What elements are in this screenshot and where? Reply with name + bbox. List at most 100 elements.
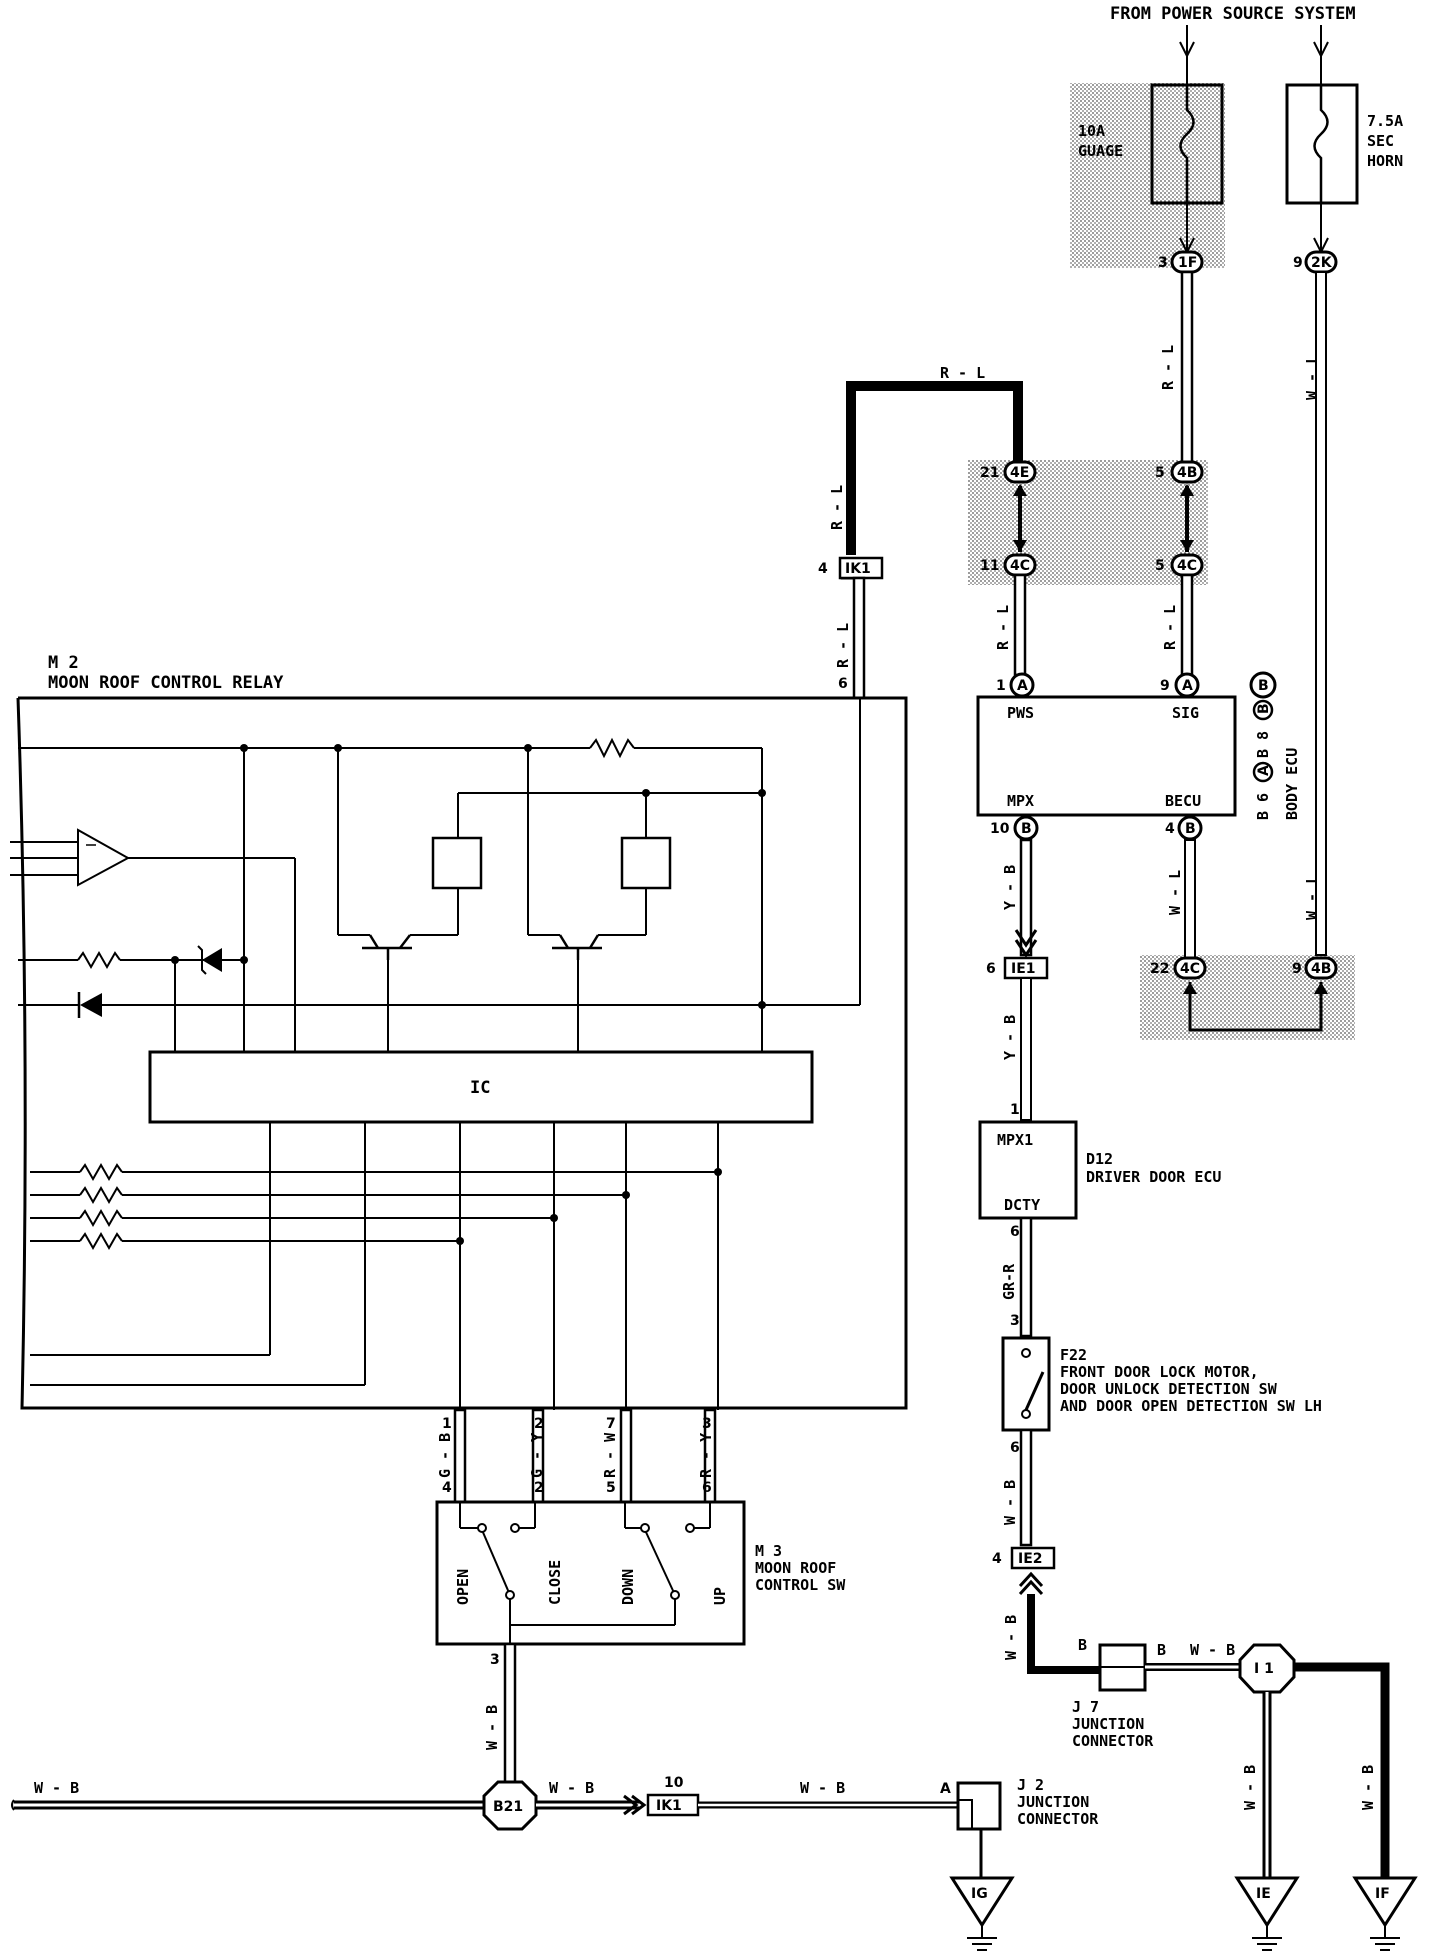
wire-label-wb: W - B: [1190, 1641, 1235, 1659]
lock-motor-code: F22: [1060, 1346, 1087, 1364]
connector-4b: [1170, 460, 1204, 484]
connector-ik1-label: IK1: [656, 1798, 682, 1814]
ground-ig-label: IG: [971, 1886, 988, 1902]
pin-9: 9: [1292, 961, 1302, 977]
pin-5: 5: [1155, 465, 1165, 481]
junction-i1: [1238, 1643, 1296, 1694]
op-amp-icon: [77, 828, 131, 887]
arrow-icon: [1018, 1571, 1044, 1588]
wire-label-wl: W - L: [1303, 355, 1321, 400]
driver-ecu-top: MPX1: [997, 1131, 1033, 1149]
junction-connector-j2: [956, 1781, 1002, 1831]
fuse-10a-amp: 10A: [1078, 122, 1105, 140]
ground-ie: [1234, 1876, 1300, 1928]
wire-label-wl-2: W - L: [1303, 875, 1321, 920]
connector-4e-label: 4E: [1010, 465, 1029, 481]
body-ecu-sig: SIG: [1172, 704, 1199, 722]
pin-9: 9: [1160, 678, 1170, 694]
pin-10: 10: [664, 1775, 684, 1791]
connector-ik1-label: IK1: [845, 561, 871, 577]
arrow-icon: [1313, 41, 1329, 59]
ground-if-label: IF: [1375, 1886, 1390, 1902]
wire-wl-becu-4c: [1184, 839, 1196, 959]
pin-4: 4: [442, 1480, 452, 1496]
wire-4c-4b-loop: [1188, 982, 1323, 1032]
wire-label-rl: R - L: [834, 623, 852, 668]
relay-code: M 2: [48, 653, 79, 673]
body-ecu-box: [976, 695, 1237, 817]
transistor-1-icon: [362, 934, 412, 960]
wire-rl-ik1-relay: [852, 576, 866, 700]
fuse-10a-name: GUAGE: [1078, 142, 1123, 160]
pin-21: 21: [980, 465, 999, 481]
wire-label-wb: W - B: [483, 1705, 501, 1750]
wire-label-wl: W - L: [1166, 870, 1184, 915]
connector-ie1-label: IE1: [1011, 961, 1036, 977]
pin-22: 22: [1150, 961, 1169, 977]
connector-4c-label: 4C: [1010, 558, 1030, 574]
arrow-icon: [1180, 484, 1194, 496]
arrow-icon: [631, 1794, 647, 1816]
fuse-element-icon: [1313, 85, 1329, 203]
body-ecu-name: BODY ECU: [1283, 748, 1301, 820]
fuse-element-icon: [1179, 85, 1195, 203]
arrow-icon: [1013, 484, 1027, 496]
wire-label-rl: R - L: [1161, 605, 1179, 650]
wires-relay-switch: [453, 1408, 717, 1504]
zener-diode-bar: [197, 945, 207, 975]
arrow-icon: [1179, 41, 1195, 59]
pin-a-label: A: [1182, 678, 1193, 694]
arrow-icon: [1018, 1579, 1044, 1596]
switch-contact-icon: [1021, 1348, 1031, 1358]
j2-pin-a: A: [940, 1781, 951, 1797]
pin-5: 5: [1155, 558, 1165, 574]
conn-b-label: B: [1258, 678, 1269, 694]
wire-wl-2k-4b: [1315, 271, 1327, 956]
pin-a-label: A: [1017, 678, 1028, 694]
connector-1f-label: 1F: [1178, 255, 1197, 271]
switch-close: CLOSE: [546, 1560, 564, 1605]
diode-icon: [80, 993, 102, 1017]
fuse-7-5a-name1: SEC: [1367, 132, 1394, 150]
ground-ie-label: IE: [1256, 1886, 1271, 1902]
wire-label-grr: GR-R: [1000, 1263, 1018, 1300]
pin-4: 4: [818, 561, 828, 577]
switch-down: DOWN: [619, 1569, 637, 1605]
relay-coil-2-icon: [620, 836, 672, 890]
switch-lever-icon: [1024, 1371, 1045, 1411]
power-source-title: FROM POWER SOURCE SYSTEM: [1110, 4, 1356, 24]
body-ecu-code2: B 8: [1254, 731, 1272, 758]
connector-4c-label: 4C: [1177, 558, 1197, 574]
pin-3: 3: [490, 1652, 500, 1668]
connector-4c-c: [1173, 956, 1207, 980]
wire-label-wb: W - B: [1002, 1615, 1020, 1660]
wire-label-rl-top: R - L: [940, 364, 985, 382]
arrow-icon: [1014, 939, 1038, 958]
arrow-icon: [1014, 929, 1038, 948]
junction-b21: [482, 1780, 538, 1831]
wire-break-icon: [11, 1799, 15, 1811]
wire-label-wb: W - B: [1359, 1765, 1377, 1810]
ic-block: [148, 1050, 814, 1124]
connector-4b-b: [1304, 956, 1338, 980]
wire-grr-d12-f22: [1019, 1216, 1033, 1338]
connector-ie2: [1010, 1546, 1056, 1570]
conn-b-marker-2: [1252, 699, 1274, 721]
lock-motor-line3: AND DOOR OPEN DETECTION SW LH: [1060, 1397, 1322, 1415]
switch-contact-icon: [1021, 1409, 1031, 1419]
wire-yb-ie1-d12: [1020, 977, 1032, 1121]
relay-name: MOON ROOF CONTROL RELAY: [48, 673, 284, 693]
conn-a-label: A: [1256, 765, 1272, 776]
relay-coil-1-icon: [431, 836, 483, 890]
wire-label-wb: W - B: [549, 1779, 594, 1797]
junction-dots: [171, 744, 766, 1245]
pin-6: 6: [1010, 1224, 1020, 1240]
wire-label-rl: R - L: [1159, 345, 1177, 390]
driver-ecu-name: DRIVER DOOR ECU: [1086, 1168, 1221, 1186]
j2-inner-icon: [958, 1799, 973, 1829]
pin-2: 2: [534, 1416, 544, 1432]
relay-pin-6: 6: [838, 676, 848, 692]
pin-6: 6: [986, 961, 996, 977]
wire-label-gy: G - Y: [528, 1433, 546, 1478]
